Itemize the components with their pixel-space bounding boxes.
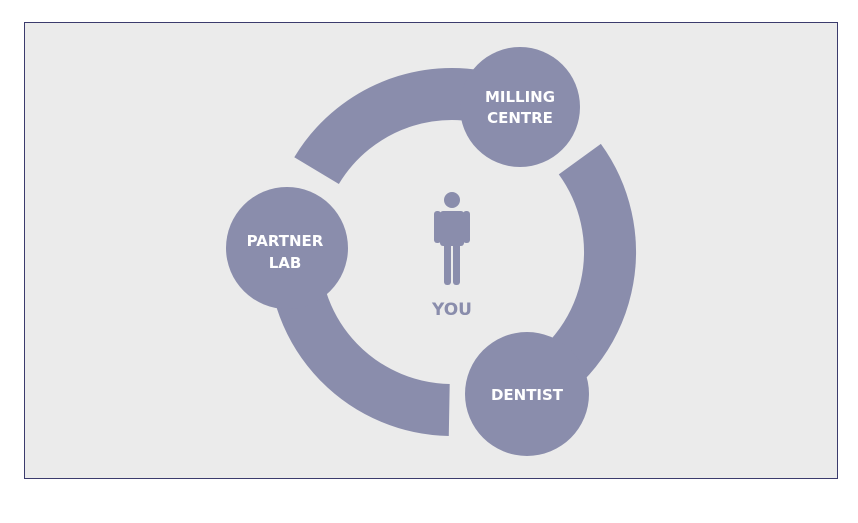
node-label: PARTNER (247, 232, 324, 250)
node-label: MILLING (485, 88, 555, 106)
person-icon (434, 192, 470, 285)
node-partner-lab: PARTNER LAB (226, 187, 348, 309)
node-label: LAB (269, 254, 302, 272)
node-dentist: DENTIST (465, 332, 589, 456)
node-label: DENTIST (491, 386, 564, 404)
node-label: CENTRE (487, 109, 553, 127)
node-milling-centre: MILLING CENTRE (460, 47, 580, 167)
center-label: YOU (431, 300, 472, 320)
